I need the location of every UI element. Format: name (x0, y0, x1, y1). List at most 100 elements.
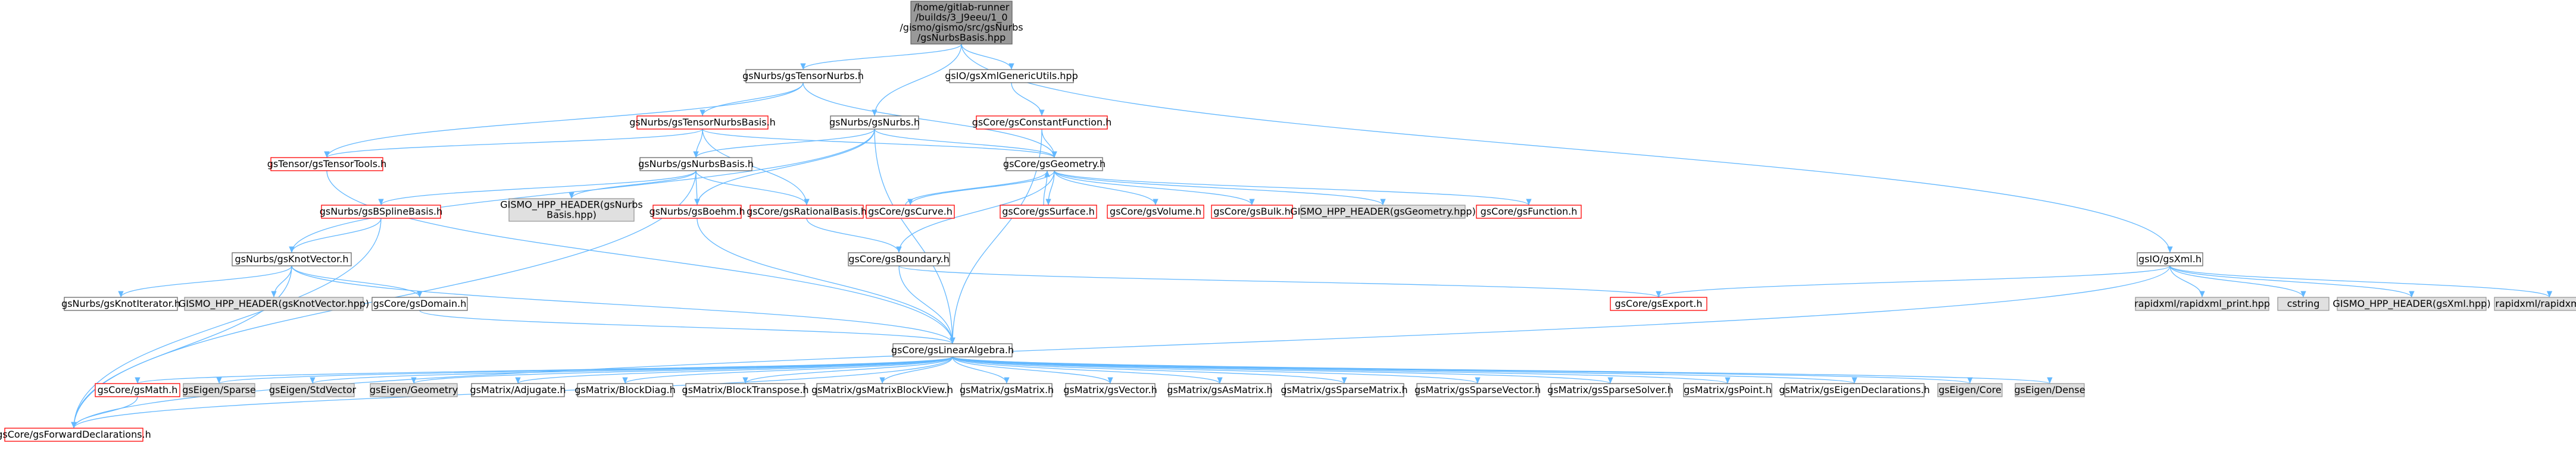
graph-node-eigendecl[interactable]: gsMatrix/gsEigenDeclarations.h (1779, 383, 1930, 397)
graph-node-matrix[interactable]: gsMatrix/gsMatrix.h (960, 383, 1054, 397)
graph-node-geometry[interactable]: gsCore/gsGeometry.h (1003, 157, 1106, 171)
node-label: gsEigen/Geometry (370, 384, 458, 395)
graph-node-boundary[interactable]: gsCore/gsBoundary.h (848, 252, 950, 266)
graph-node-volume[interactable]: gsCore/gsVolume.h (1107, 205, 1204, 219)
edge-linalg-to-blockdiag (622, 356, 953, 384)
graph-node-cstring[interactable]: cstring (2277, 297, 2330, 311)
node-box (1284, 383, 1404, 397)
node-box (270, 157, 383, 171)
edge-boehm-to-linalg (697, 218, 956, 344)
graph-node-bsplinebasis[interactable]: gsNurbs/gsBSplineBasis.h (320, 205, 443, 219)
edge-linalg-to-eigen_sparse (216, 356, 953, 384)
graph-node-function[interactable]: gsCore/gsFunction.h (1476, 205, 1582, 219)
node-label: GISMO_HPP_HEADER(gsKnotVector.hpp) (179, 298, 369, 310)
graph-node-export[interactable]: gsCore/gsExport.h (1610, 297, 1707, 311)
edge-xml-to-cstring (2169, 265, 2306, 298)
edge-linalg-to-sparsematrix (952, 356, 1347, 384)
graph-node-curve[interactable]: gsCore/gsCurve.h (866, 205, 955, 219)
edge-linalg-to-eigen_stdvector (310, 356, 953, 384)
graph-node-eigen-core[interactable]: gsEigen/Core (1937, 383, 2003, 397)
node-box (1006, 157, 1103, 171)
edge-xml-to-fwd (71, 265, 2171, 429)
edge-xml-to-rapidxml (2169, 265, 2552, 298)
graph-node-vector[interactable]: gsMatrix/gsVector.h (1063, 383, 1157, 397)
edge-linalg-to-math (135, 356, 953, 384)
node-label: GISMO_HPP_HEADER(gsGeometry.hpp) (1290, 206, 1476, 218)
graph-node-root[interactable]: /home/gitlab-runner/builds/3_J9eeu/1_0/g… (900, 1, 1023, 45)
graph-node-tensortools[interactable]: gsTensor/gsTensorTools.h (267, 157, 387, 171)
graph-node-nurbsbasis[interactable]: gsNurbs/gsNurbsBasis.h (638, 157, 754, 171)
edge-curve-to-geometry (905, 170, 1050, 206)
graph-node-knotiterator[interactable]: gsNurbs/gsKnotIterator.h (61, 297, 180, 311)
edge-tensortools-to-linalg (326, 170, 956, 344)
node-label: gsNurbs/gsKnotIterator.h (61, 298, 180, 309)
graph-node-surface[interactable]: gsCore/gsSurface.h (1000, 205, 1097, 219)
edge-linalg-to-eigen_geometry (411, 356, 953, 384)
graph-node-hdr-knotvector[interactable]: GISMO_HPP_HEADER(gsKnotVector.hpp) (179, 297, 369, 311)
node-box (508, 198, 635, 222)
node-box (1937, 383, 2003, 397)
node-label: /home/gitlab-runner (914, 2, 1010, 13)
graph-node-rapid-print[interactable]: rapidxml/rapidxml_print.hpp (2134, 297, 2270, 311)
graph-node-point[interactable]: gsMatrix/gsPoint.h (1683, 383, 1772, 397)
graph-node-rapidxml[interactable]: rapidxml/rapidxml.hpp (2494, 297, 2576, 311)
graph-node-rationalbasis[interactable]: gsCore/gsRationalBasis.h (747, 205, 867, 219)
graph-node-hdr-geometry[interactable]: GISMO_HPP_HEADER(gsGeometry.hpp) (1290, 205, 1476, 219)
node-label: /gsNurbsBasis.hpp (917, 32, 1006, 43)
node-label: gsIO/gsXml.h (2138, 253, 2202, 265)
graph-node-boehm[interactable]: gsNurbs/gsBoehm.h (649, 205, 745, 219)
graph-node-knotvector[interactable]: gsNurbs/gsKnotVector.h (232, 252, 352, 266)
graph-node-fwd[interactable]: gsCore/gsForwardDeclarations.h (0, 428, 151, 442)
graph-node-asmatrix[interactable]: gsMatrix/gsAsMatrix.h (1167, 383, 1273, 397)
graph-node-bulk[interactable]: gsCore/gsBulk.h (1211, 205, 1293, 219)
edge-xml-to-rapid_print (2169, 265, 2205, 298)
graph-node-eigen-geometry[interactable]: gsEigen/Geometry (370, 383, 458, 397)
graph-node-linalg[interactable]: gsCore/gsLinearAlgebra.h (891, 343, 1014, 357)
edge-constantfunction-to-geometry (1041, 128, 1057, 158)
graph-node-sparsesolver[interactable]: gsMatrix/gsSparseSolver.h (1547, 383, 1673, 397)
node-box (2494, 297, 2576, 311)
graph-node-eigen-sparse[interactable]: gsEigen/Sparse (182, 383, 256, 397)
node-label: gsCore/gsFunction.h (1481, 206, 1578, 217)
graph-node-hdr-nurbsbasis[interactable]: GISMO_HPP_HEADER(gsNurbsBasis.hpp) (500, 198, 643, 222)
edge-surface-to-geometry (1043, 170, 1050, 206)
edge-tensornurbs-to-tensornurbsbasis (700, 82, 804, 117)
edge-boundary-to-export (898, 265, 1662, 298)
node-box (64, 297, 178, 311)
node-label: cstring (2287, 298, 2320, 309)
node-label: GISMO_HPP_HEADER(gsXml.hpp) (2333, 298, 2490, 310)
graph-node-tensornurbs[interactable]: gsNurbs/gsTensorNurbs.h (742, 69, 864, 83)
graph-node-matrixblockview[interactable]: gsMatrix/gsMatrixBlockView.h (811, 383, 953, 397)
node-box (1107, 205, 1204, 219)
node-box (2015, 383, 2085, 397)
graph-node-domain[interactable]: gsCore/gsDomain.h (371, 297, 468, 311)
node-label: Basis.hpp) (547, 209, 597, 221)
node-box (745, 69, 861, 83)
graph-node-nurbs[interactable]: gsNurbs/gsNurbs.h (829, 115, 920, 130)
node-box (1683, 383, 1772, 397)
node-box (910, 1, 1013, 45)
graph-node-sparsevector[interactable]: gsMatrix/gsSparseVector.h (1415, 383, 1541, 397)
graph-node-eigen-dense[interactable]: gsEigen/Dense (2014, 383, 2085, 397)
graph-node-hdr-xml[interactable]: GISMO_HPP_HEADER(gsXml.hpp) (2333, 297, 2491, 311)
node-box (976, 115, 1108, 130)
graph-node-math[interactable]: gsCore/gsMath.h (95, 383, 180, 397)
graph-node-xml[interactable]: gsIO/gsXml.h (2137, 252, 2203, 266)
graph-node-blockdiag[interactable]: gsMatrix/BlockDiag.h (574, 383, 676, 397)
node-label: gsCore/gsVolume.h (1110, 206, 1201, 217)
graph-node-adjugate[interactable]: gsMatrix/Adjugate.h (470, 383, 566, 397)
node-box (1168, 383, 1272, 397)
edge-boundary-to-linalg (898, 265, 956, 344)
edge-tensornurbsbasis-to-rationalbasis (702, 128, 810, 206)
graph-node-sparsematrix[interactable]: gsMatrix/gsSparseMatrix.h (1281, 383, 1408, 397)
graph-node-tensornurbsbasis[interactable]: gsNurbs/gsTensorNurbsBasis.h (629, 115, 776, 130)
node-box (1065, 383, 1156, 397)
graph-node-eigen-stdvector[interactable]: gsEigen/StdVector (269, 383, 357, 397)
graph-node-xmlgeneric[interactable]: gsIO/gsXmlGenericUtils.hpp (945, 69, 1078, 83)
graph-node-constantfunction[interactable]: gsCore/gsConstantFunction.h (972, 115, 1112, 130)
graph-node-blocktranspose[interactable]: gsMatrix/BlockTranspose.h (682, 383, 809, 397)
node-label: gsNurbs/gsTensorNurbsBasis.h (629, 117, 776, 128)
node-box (270, 383, 355, 397)
edge-linalg-to-sparsevector (952, 356, 1481, 384)
node-label: /gismo/gismo/src/gsNurbs (900, 22, 1023, 33)
